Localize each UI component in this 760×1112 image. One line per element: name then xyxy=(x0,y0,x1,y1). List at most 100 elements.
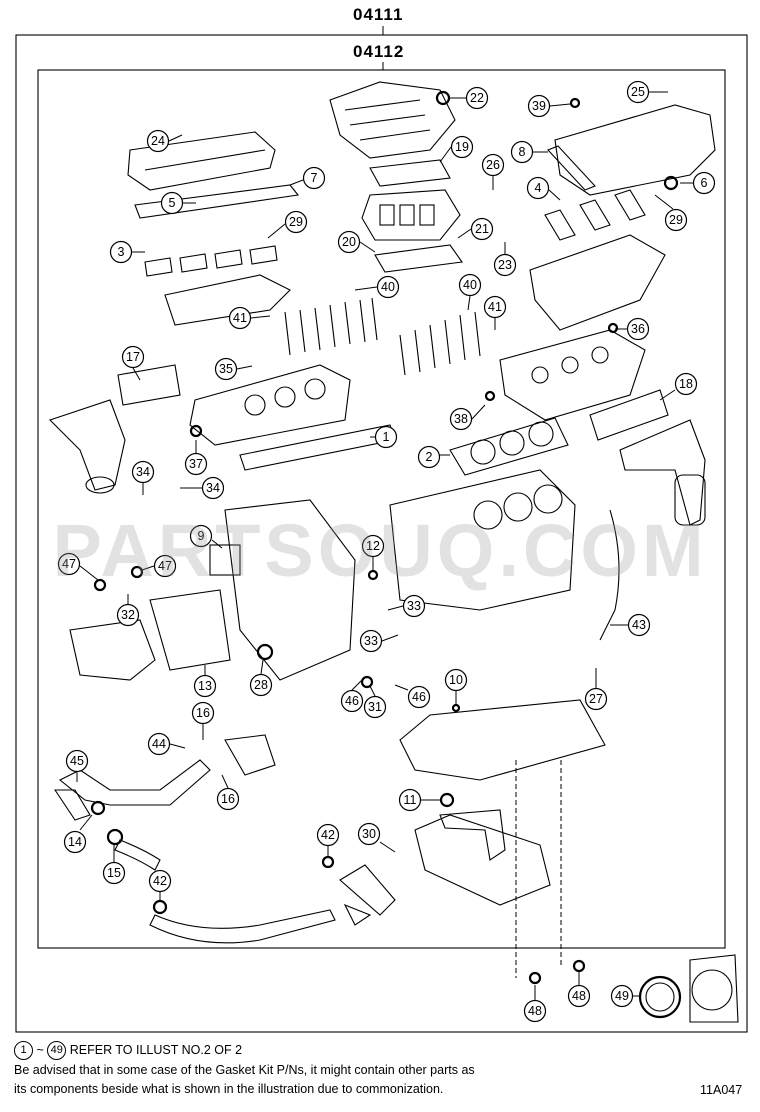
svg-text:11: 11 xyxy=(404,793,417,807)
callout-31: 31 xyxy=(363,685,387,719)
valve-cover-gasket-right xyxy=(547,145,596,191)
callout-15: 15 xyxy=(102,845,126,885)
callout-45: 45 xyxy=(65,749,89,782)
callout-2: 2 xyxy=(417,445,450,469)
callout-34b: 34 xyxy=(180,476,225,500)
callout-40b: 40 xyxy=(458,273,482,311)
callout-21: 21 xyxy=(457,217,494,241)
callout-47b: 47 xyxy=(141,554,177,578)
dipstick-tube xyxy=(599,509,620,641)
svg-text:47: 47 xyxy=(62,557,76,571)
exhaust-manifold-right xyxy=(619,419,706,526)
svg-text:29: 29 xyxy=(289,215,303,229)
svg-text:38: 38 xyxy=(454,412,468,426)
advice-line-1: Be advised that in some case of the Gask… xyxy=(14,1063,475,1077)
valve-cover-left xyxy=(127,131,276,191)
svg-text:40: 40 xyxy=(463,278,477,292)
camshaft-housing-right xyxy=(529,234,666,331)
callout-12: 12 xyxy=(361,534,385,570)
range-tilde: ~ xyxy=(36,1042,44,1057)
exhaust-gasket-right xyxy=(589,389,669,441)
svg-text:37: 37 xyxy=(189,457,203,471)
svg-text:49: 49 xyxy=(615,989,629,1003)
callout-20: 20 xyxy=(337,230,376,254)
svg-text:41: 41 xyxy=(233,311,247,325)
callout-10: 10 xyxy=(444,668,468,705)
valve-cover-gasket-left xyxy=(134,184,300,219)
callout-29a: 29 xyxy=(267,210,308,239)
callout-11: 11 xyxy=(398,788,440,812)
exhaust-manifold-left xyxy=(164,274,291,326)
svg-text:35: 35 xyxy=(219,362,233,376)
callout-40a: 40 xyxy=(354,275,400,299)
callout-42b: 42 xyxy=(148,869,172,901)
callout-34a: 34 xyxy=(131,460,155,495)
svg-text:6: 6 xyxy=(701,176,708,190)
kit-code-outer: 04111 xyxy=(353,5,404,24)
callout-26: 26 xyxy=(481,153,505,190)
intake-manifold-lower xyxy=(361,189,461,241)
svg-text:16: 16 xyxy=(196,706,210,720)
callout-38: 38 xyxy=(449,404,486,431)
svg-text:45: 45 xyxy=(70,754,84,768)
range-start-marker: 1 xyxy=(14,1041,33,1060)
svg-text:19: 19 xyxy=(455,140,469,154)
intake-manifold-upper xyxy=(329,81,456,159)
range-end-marker: 49 xyxy=(47,1041,67,1060)
svg-text:43: 43 xyxy=(632,618,646,632)
callout-8: 8 xyxy=(510,140,548,164)
callout-35: 35 xyxy=(214,357,253,381)
cylinder-head-right xyxy=(499,329,646,421)
exhaust-gasket-left xyxy=(117,364,181,406)
cylinder-head-left xyxy=(189,364,351,446)
callout-41b: 41 xyxy=(483,295,507,330)
callout-27: 27 xyxy=(584,668,608,711)
cylinder-block xyxy=(389,469,576,611)
callout-44: 44 xyxy=(147,732,186,756)
svg-text:18: 18 xyxy=(679,377,693,391)
callout-28: 28 xyxy=(249,659,273,697)
callout-4: 4 xyxy=(526,176,561,201)
svg-text:32: 32 xyxy=(121,608,135,622)
callout-7: 7 xyxy=(289,166,326,190)
svg-text:26: 26 xyxy=(486,158,500,172)
svg-text:15: 15 xyxy=(107,866,121,880)
svg-text:4: 4 xyxy=(535,181,542,195)
callout-16a: 16 xyxy=(191,701,215,740)
svg-text:25: 25 xyxy=(631,85,645,99)
inner-kit-frame xyxy=(37,69,726,949)
svg-text:8: 8 xyxy=(519,145,526,159)
svg-text:2: 2 xyxy=(426,450,433,464)
svg-text:40: 40 xyxy=(381,280,395,294)
callout-49: 49 xyxy=(610,984,640,1008)
svg-text:34: 34 xyxy=(136,465,150,479)
water-inlet-housing xyxy=(224,734,276,776)
callout-14: 14 xyxy=(63,814,93,854)
svg-text:47: 47 xyxy=(158,559,172,573)
head-gasket-right xyxy=(449,417,569,476)
callout-33a: 33 xyxy=(387,594,426,618)
svg-text:10: 10 xyxy=(449,673,463,687)
svg-text:48: 48 xyxy=(528,1004,542,1018)
callout-43: 43 xyxy=(610,613,651,637)
water-pump-gasket xyxy=(209,544,241,576)
oil-strainer xyxy=(439,809,506,861)
callout-23: 23 xyxy=(493,242,517,277)
svg-text:7: 7 xyxy=(311,171,318,185)
svg-text:36: 36 xyxy=(631,322,645,336)
water-pump xyxy=(69,619,156,681)
callout-37: 37 xyxy=(184,440,208,476)
svg-text:22: 22 xyxy=(470,91,484,105)
callout-36: 36 xyxy=(615,317,650,341)
callout-47a: 47 xyxy=(57,552,99,581)
cam-bearing-caps-right xyxy=(544,189,646,241)
svg-text:30: 30 xyxy=(362,827,376,841)
svg-text:33: 33 xyxy=(407,599,421,613)
callout-16b: 16 xyxy=(216,774,240,811)
callout-17: 17 xyxy=(121,345,145,381)
svg-text:34: 34 xyxy=(206,481,220,495)
exhaust-manifold-left-front xyxy=(48,399,126,494)
valves-left xyxy=(284,297,378,356)
callout-32: 32 xyxy=(116,594,140,627)
rear-oil-seal-retainer xyxy=(689,954,739,1023)
